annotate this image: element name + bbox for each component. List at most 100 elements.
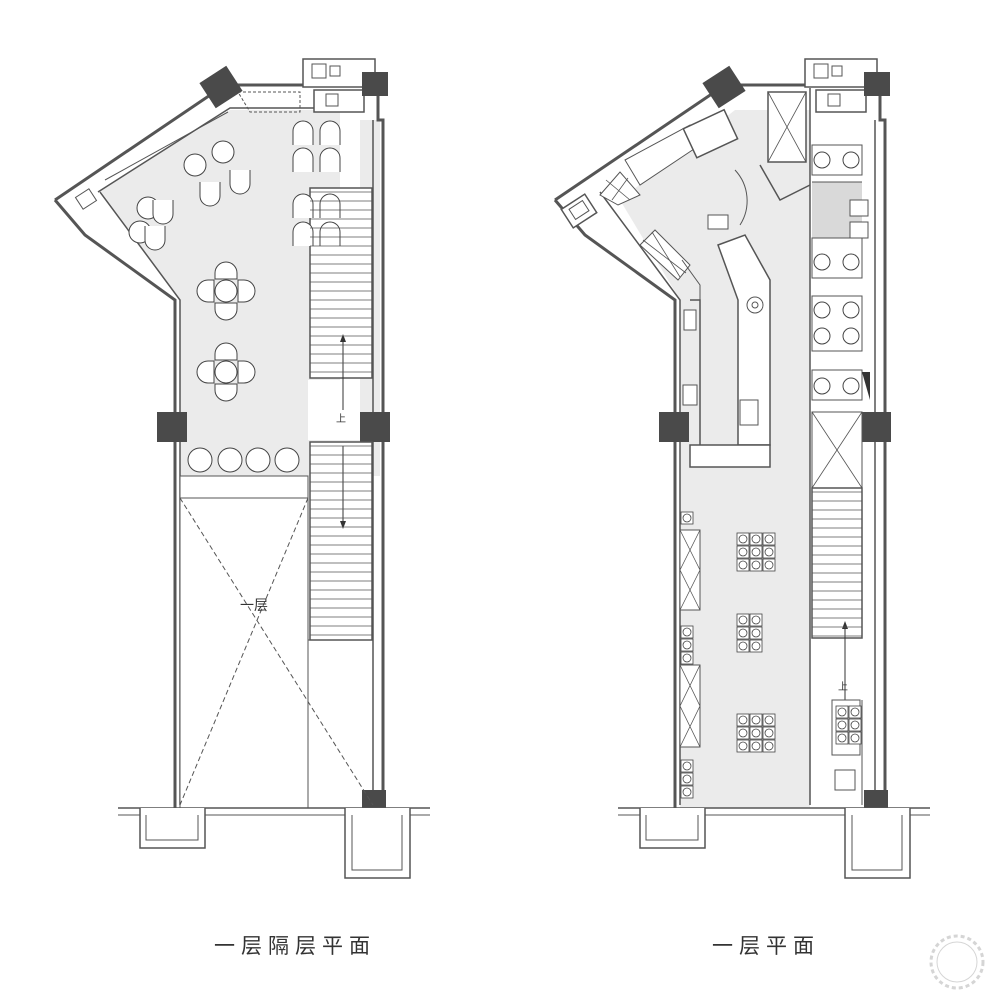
display-item: [764, 715, 774, 725]
watermark-seal: [926, 931, 988, 993]
mezzanine-void-label: 一层: [240, 598, 268, 614]
round-stool: [274, 447, 300, 473]
display-table: [736, 532, 776, 572]
bar-chair: [292, 120, 314, 145]
display-item: [682, 787, 692, 797]
chair: [144, 226, 166, 251]
display-item: [738, 641, 748, 651]
chair: [229, 170, 251, 195]
display-item: [751, 641, 761, 651]
display-item: [738, 615, 748, 625]
bar-chair: [292, 193, 314, 218]
display-item: [738, 741, 748, 751]
display-item: [738, 560, 748, 570]
mezzanine-lower-treads: [310, 445, 372, 636]
display-item: [738, 715, 748, 725]
round-stool: [813, 151, 831, 169]
display-item: [751, 628, 761, 638]
display-item: [738, 628, 748, 638]
bar-chair: [319, 147, 341, 172]
round-stool: [842, 301, 860, 319]
round-stool: [813, 377, 831, 395]
mezzanine-stair-upper: [309, 187, 373, 379]
round-stool: [217, 447, 243, 473]
chair: [214, 383, 238, 402]
round-stool: [211, 140, 235, 164]
mezzanine-inner-wall: [97, 107, 340, 193]
display-table: [835, 705, 862, 745]
ground-plan: 上: [553, 58, 930, 879]
round-table: [214, 360, 238, 384]
display-item: [682, 774, 692, 784]
display-item: [751, 715, 761, 725]
column: [157, 412, 187, 442]
display-item: [850, 733, 860, 743]
mezzanine-upper-treads: [310, 191, 372, 373]
round-stool: [245, 447, 271, 473]
display-table: [736, 713, 776, 753]
watermark-stamp-icon: [929, 934, 985, 990]
round-stool: [813, 301, 831, 319]
display-item: [751, 547, 761, 557]
round-stool: [183, 153, 207, 177]
display-item: [764, 728, 774, 738]
display-item: [738, 534, 748, 544]
display-item: [764, 534, 774, 544]
mezzanine-void: [179, 497, 309, 809]
mezzanine-plan: 一层 上: [53, 58, 430, 879]
display-item: [682, 761, 692, 771]
bar-chair: [319, 221, 341, 246]
ground-stair-treads: [812, 491, 862, 637]
round-stool: [842, 253, 860, 271]
display-item: [682, 627, 692, 637]
round-stool: [842, 377, 860, 395]
round-stool: [842, 327, 860, 345]
ground-display-units: [680, 151, 862, 799]
round-stool: [187, 447, 213, 473]
display-item: [682, 653, 692, 663]
display-item: [751, 615, 761, 625]
display-item: [850, 720, 860, 730]
column: [360, 412, 390, 442]
display-unit: [680, 625, 694, 665]
column: [362, 72, 388, 96]
display-item: [751, 560, 761, 570]
bar-chair: [292, 221, 314, 246]
bar-chair: [292, 147, 314, 172]
chair: [214, 302, 238, 321]
chair: [152, 200, 174, 225]
display-item: [850, 707, 860, 717]
display-item: [751, 534, 761, 544]
round-table: [214, 279, 238, 303]
display-item: [837, 720, 847, 730]
mezzanine-outer-wall: [54, 83, 385, 808]
display-unit: [680, 511, 694, 525]
display-item: [764, 741, 774, 751]
chair: [214, 261, 238, 280]
round-stool: [842, 151, 860, 169]
display-item: [837, 707, 847, 717]
chair: [196, 360, 215, 384]
chair: [237, 360, 256, 384]
mezzanine-up-label: 上: [336, 413, 346, 425]
display-item: [738, 547, 748, 557]
display-table: [736, 613, 763, 653]
display-item: [738, 728, 748, 738]
chair: [214, 342, 238, 361]
display-item: [682, 513, 692, 523]
round-stool: [813, 327, 831, 345]
mezzanine-stair-lower: [309, 441, 373, 641]
chair: [196, 279, 215, 303]
bar-chair: [319, 120, 341, 145]
column: [199, 65, 243, 109]
display-item: [682, 640, 692, 650]
display-item: [751, 741, 761, 751]
bar-chair: [319, 193, 341, 218]
ground-up-label: 上: [838, 681, 848, 693]
display-unit: [680, 759, 694, 799]
mezzanine-seating: [128, 120, 341, 473]
display-item: [837, 733, 847, 743]
ground-plan-title: 一层平面: [712, 934, 820, 958]
